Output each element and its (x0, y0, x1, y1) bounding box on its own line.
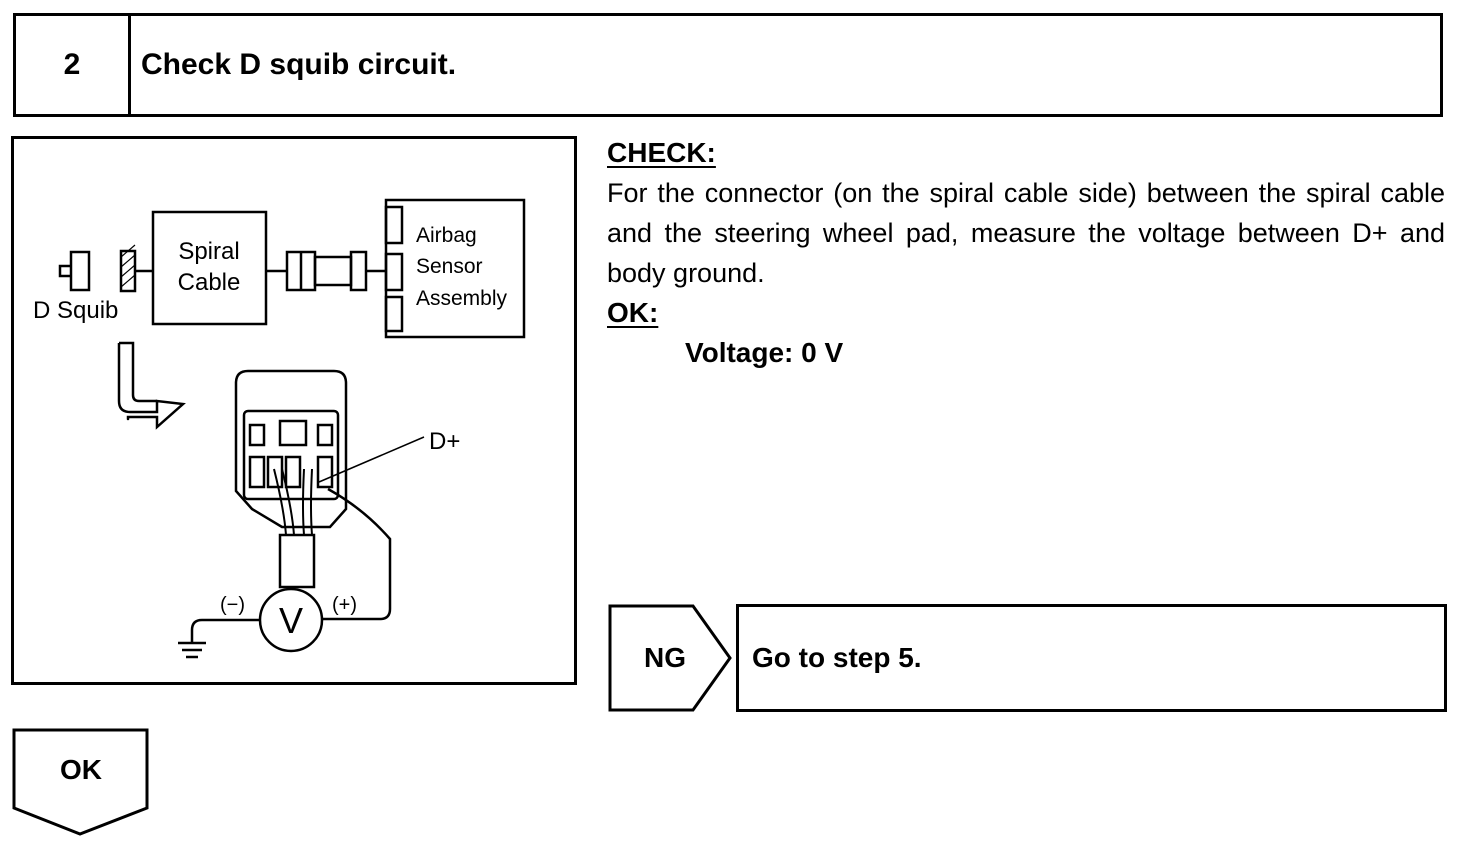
d-squib-label: D Squib (33, 297, 118, 324)
d-plus-leader (318, 436, 425, 483)
step-title: Check D squib circuit. (141, 48, 457, 81)
ng-arrow-shape (608, 604, 732, 712)
ok-arrow-shape (12, 728, 149, 836)
step-header: 2 Check D squib circuit. (13, 13, 1443, 117)
ng-label: NG (644, 642, 686, 673)
spiral-cable-box (151, 210, 268, 326)
squib-plug (69, 250, 91, 292)
voltmeter-label: V (279, 600, 303, 641)
d-plus-label: D+ (429, 428, 460, 455)
connector-body (234, 369, 348, 529)
plus-label: (+) (332, 594, 357, 616)
cable-connector-mid (313, 255, 353, 287)
minus-label: (−) (220, 594, 245, 616)
airbag-label-3: Assembly (416, 287, 508, 310)
ng-action-text: Go to step 5. (752, 642, 922, 673)
ok-label: OK (60, 754, 102, 785)
airbag-label-2: Sensor (416, 255, 483, 278)
bend-arrow-icon (117, 343, 186, 430)
squib-plug-tip (58, 264, 71, 278)
check-heading: CHECK: (607, 137, 716, 168)
ng-action-box: Go to step 5. (736, 604, 1447, 712)
wiring-diagram: Spiral Cable Airbag Sensor Assembly D Sq… (11, 136, 577, 685)
spiral-cable-label-2: Cable (178, 269, 241, 296)
spiral-cable-label-1: Spiral (178, 238, 239, 265)
step-number: 2 (16, 16, 131, 114)
check-instructions: For the connector (on the spiral cable s… (607, 178, 1445, 288)
ok-heading: OK: (607, 297, 659, 328)
airbag-label-1: Airbag (416, 224, 477, 247)
cable-connector-right (349, 250, 368, 292)
voltage-spec: Voltage: 0 V (685, 337, 844, 368)
diagram-svg: Spiral Cable Airbag Sensor Assembly D Sq… (33, 198, 526, 659)
check-section: CHECK: For the connector (on the spiral … (607, 133, 1445, 373)
